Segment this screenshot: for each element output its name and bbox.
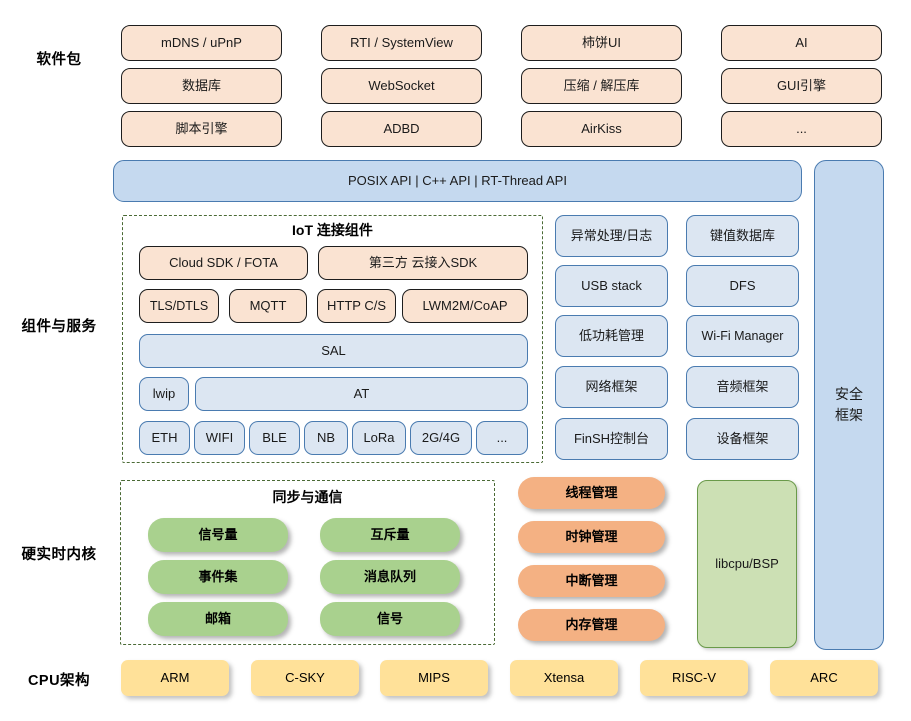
kernel-sync-group-title: 同步与通信 <box>272 489 343 505</box>
kernel-management-box[interactable]: 中断管理 <box>518 565 665 597</box>
api-bar[interactable]: POSIX API | C++ API | RT-Thread API <box>113 160 802 202</box>
libcpu-bsp-box[interactable]: libcpu/BSP <box>697 480 797 648</box>
iot-box[interactable]: MQTT <box>229 289 307 323</box>
software-package-box[interactable]: WebSocket <box>321 68 482 104</box>
software-package-box[interactable]: GUI引擎 <box>721 68 882 104</box>
security-framework-box[interactable]: 安全 框架 <box>814 160 884 650</box>
security-framework-label-line2: 框架 <box>835 407 863 423</box>
software-package-box[interactable]: mDNS / uPnP <box>121 25 282 61</box>
cpu-arch-box[interactable]: RISC-V <box>640 660 748 696</box>
software-package-box[interactable]: 压缩 / 解压库 <box>521 68 682 104</box>
software-package-box[interactable]: 柿饼UI <box>521 25 682 61</box>
row-label-software-packages: 软件包 <box>36 52 82 68</box>
iot-group-title: IoT 连接组件 <box>292 222 373 238</box>
software-package-box[interactable]: AI <box>721 25 882 61</box>
kernel-sync-box[interactable]: 消息队列 <box>320 560 460 594</box>
row-label-hard-realtime-kernel: 硬实时内核 <box>21 547 97 563</box>
link-box[interactable]: ETH <box>139 421 190 455</box>
software-package-box[interactable]: 数据库 <box>121 68 282 104</box>
link-box[interactable]: ... <box>476 421 528 455</box>
link-box[interactable]: WIFI <box>194 421 245 455</box>
iot-box[interactable]: TLS/DTLS <box>139 289 219 323</box>
kernel-sync-box[interactable]: 信号量 <box>148 518 288 552</box>
iot-box[interactable]: Cloud SDK / FOTA <box>139 246 308 280</box>
kernel-sync-box[interactable]: 互斥量 <box>320 518 460 552</box>
cpu-arch-box[interactable]: C-SKY <box>251 660 359 696</box>
service-box[interactable]: 网络框架 <box>555 366 668 408</box>
sal-box[interactable]: SAL <box>139 334 528 368</box>
software-package-box[interactable]: ADBD <box>321 111 482 147</box>
at-box[interactable]: AT <box>195 377 528 411</box>
link-box[interactable]: LoRa <box>352 421 406 455</box>
kernel-sync-box[interactable]: 信号 <box>320 602 460 636</box>
cpu-arch-box[interactable]: ARC <box>770 660 878 696</box>
cpu-arch-box[interactable]: Xtensa <box>510 660 618 696</box>
software-package-box[interactable]: RTI / SystemView <box>321 25 482 61</box>
security-framework-label-line1: 安全 <box>835 386 863 402</box>
kernel-sync-box[interactable]: 邮箱 <box>148 602 288 636</box>
row-label-cpu-architecture: CPU架构 <box>27 673 91 689</box>
link-box[interactable]: 2G/4G <box>410 421 472 455</box>
service-box[interactable]: Wi-Fi Manager <box>686 315 799 357</box>
kernel-sync-group-frame <box>120 480 495 645</box>
service-box[interactable]: 设备框架 <box>686 418 799 460</box>
iot-box[interactable]: LWM2M/CoAP <box>402 289 528 323</box>
kernel-management-box[interactable]: 内存管理 <box>518 609 665 641</box>
service-box[interactable]: USB stack <box>555 265 668 307</box>
software-package-box[interactable]: AirKiss <box>521 111 682 147</box>
cpu-arch-box[interactable]: MIPS <box>380 660 488 696</box>
kernel-sync-box[interactable]: 事件集 <box>148 560 288 594</box>
service-box[interactable]: 音频框架 <box>686 366 799 408</box>
link-box[interactable]: BLE <box>249 421 300 455</box>
service-box[interactable]: FinSH控制台 <box>555 418 668 460</box>
service-box[interactable]: 键值数据库 <box>686 215 799 257</box>
kernel-management-box[interactable]: 线程管理 <box>518 477 665 509</box>
iot-box[interactable]: HTTP C/S <box>317 289 396 323</box>
service-box[interactable]: 低功耗管理 <box>555 315 668 357</box>
service-box[interactable]: 异常处理/日志 <box>555 215 668 257</box>
kernel-management-box[interactable]: 时钟管理 <box>518 521 665 553</box>
iot-group-frame <box>122 215 543 463</box>
software-package-box[interactable]: 脚本引擎 <box>121 111 282 147</box>
link-box[interactable]: NB <box>304 421 348 455</box>
iot-box[interactable]: 第三方 云接入SDK <box>318 246 528 280</box>
cpu-arch-box[interactable]: ARM <box>121 660 229 696</box>
row-label-components-services: 组件与服务 <box>21 319 97 335</box>
lwip-box[interactable]: lwip <box>139 377 189 411</box>
software-package-box[interactable]: ... <box>721 111 882 147</box>
service-box[interactable]: DFS <box>686 265 799 307</box>
